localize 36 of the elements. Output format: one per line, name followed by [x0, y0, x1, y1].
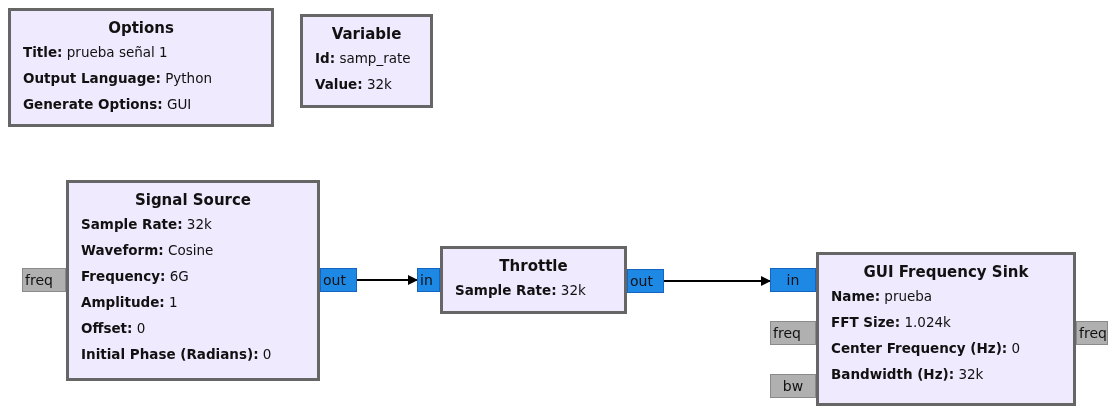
- block-parameter: Id: samp_rate: [315, 49, 412, 68]
- block-parameter: Sample Rate: 32k: [455, 281, 587, 300]
- block-parameter: Generate Options: GUI: [23, 95, 193, 114]
- block-box: [300, 14, 433, 108]
- block-parameter: FFT Size: 1.024k: [831, 313, 952, 332]
- message-port: freq: [770, 321, 816, 345]
- block-parameter: Output Language: Python: [23, 69, 213, 88]
- message-port: freq: [22, 268, 66, 292]
- block-title: Signal Source: [134, 190, 252, 211]
- stream-port: out: [627, 269, 664, 293]
- block-parameter: Waveform: Cosine: [81, 241, 215, 260]
- arrow: [356, 275, 418, 285]
- block-parameter: Name: prueba: [831, 287, 934, 306]
- block-parameter: Bandwidth (Hz): 32k: [831, 365, 985, 384]
- message-port: bw: [770, 374, 816, 398]
- stream-port: out: [320, 268, 357, 292]
- block-parameter: Value: 32k: [315, 75, 393, 94]
- block-parameter: Amplitude: 1: [81, 293, 179, 312]
- block-title: GUI Frequency Sink: [863, 262, 1029, 283]
- message-port: freq: [1076, 321, 1108, 345]
- block-box: [66, 180, 320, 381]
- arrow: [663, 276, 771, 286]
- block-parameter: Title: prueba señal 1: [23, 43, 169, 62]
- stream-port: in: [417, 268, 440, 292]
- block-title: Options: [108, 18, 174, 39]
- block-parameter: Center Frequency (Hz): 0: [831, 339, 1022, 358]
- block-parameter: Offset: 0: [81, 319, 147, 338]
- block-parameter: Sample Rate: 32k: [81, 215, 213, 234]
- block-box: [816, 252, 1076, 406]
- block-box: [440, 246, 627, 314]
- block-title: Throttle: [499, 256, 568, 277]
- block-title: Variable: [331, 24, 402, 45]
- block-box: [8, 8, 274, 127]
- stream-port: in: [770, 268, 816, 292]
- block-parameter: Initial Phase (Radians): 0: [81, 345, 273, 364]
- block-parameter: Frequency: 6G: [81, 267, 190, 286]
